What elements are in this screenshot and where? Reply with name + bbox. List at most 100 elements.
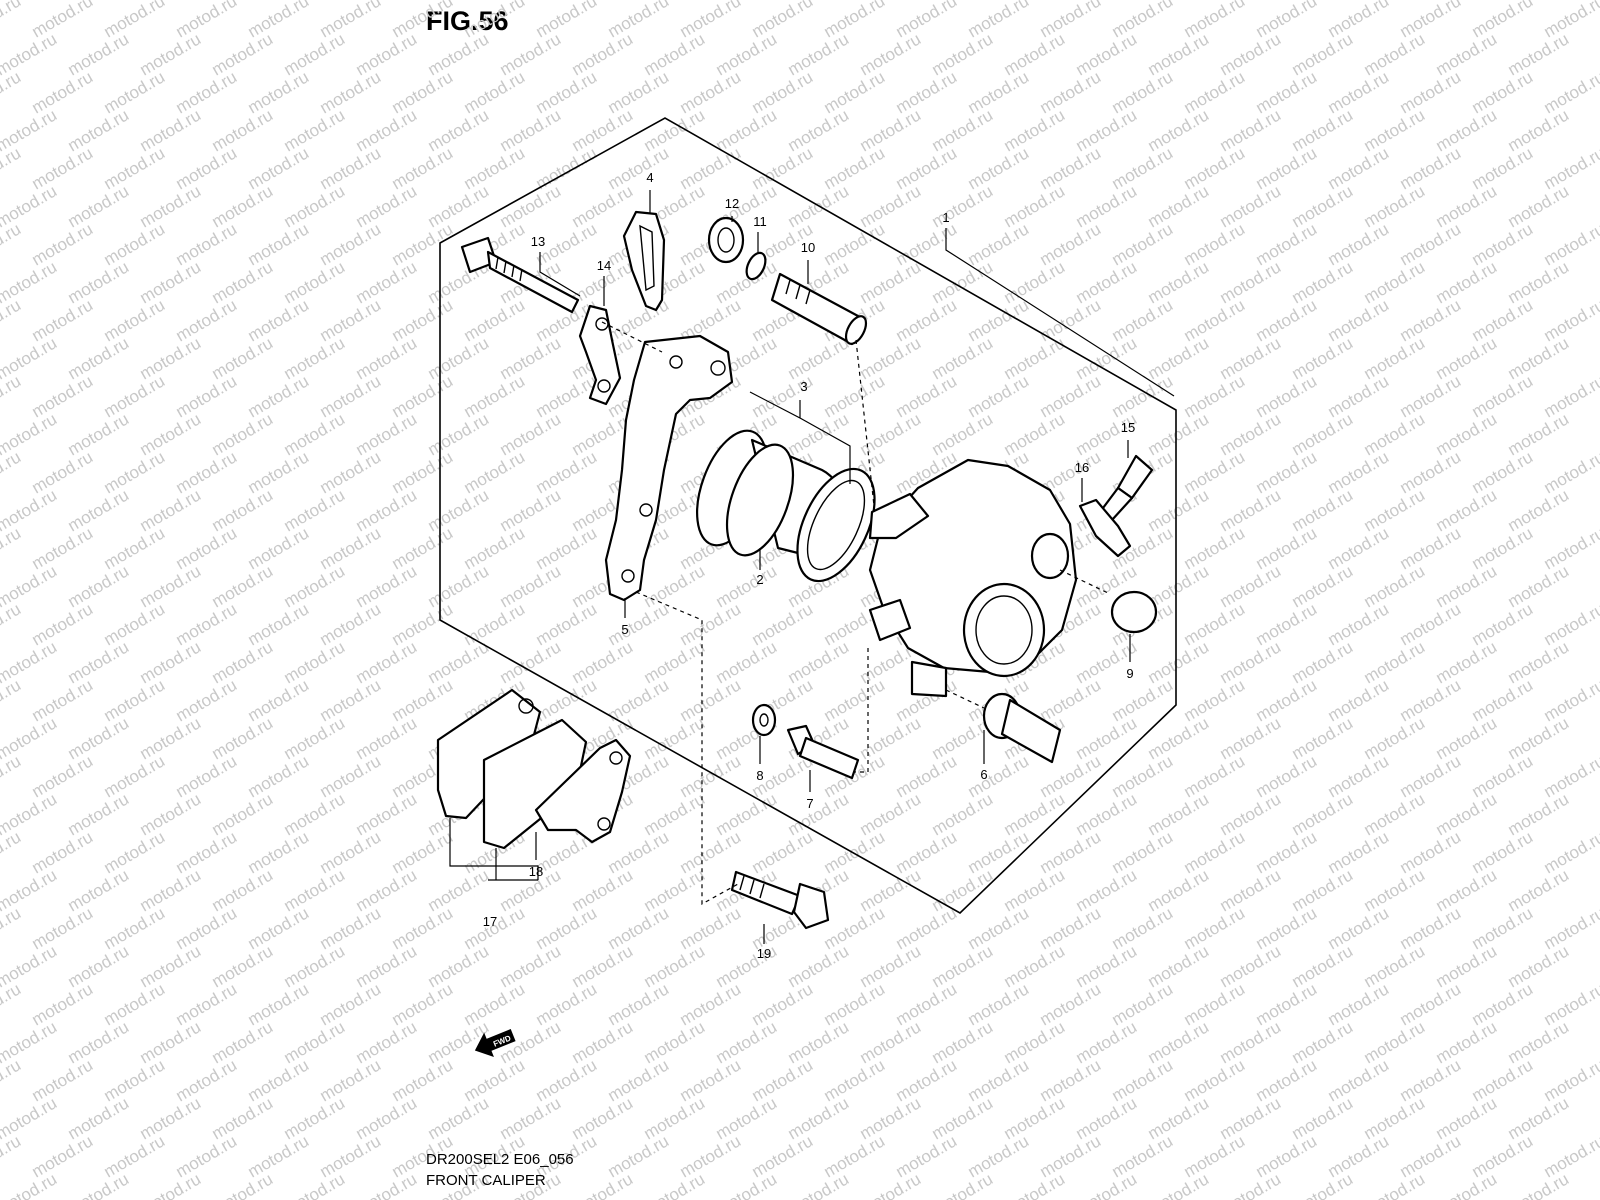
watermark-text: motod.ru [461, 295, 529, 345]
callout-11: 11 [753, 214, 767, 229]
watermark-text: motod.ru [1001, 181, 1069, 231]
part-19-mounting-bolt [730, 870, 830, 930]
watermark-text: motod.ru [1325, 447, 1393, 497]
watermark-text: motod.ru [749, 979, 817, 1029]
part-13-bolt [460, 236, 580, 314]
part-10-slide-pin [770, 272, 868, 346]
watermark-text: motod.ru [0, 295, 24, 345]
watermark-text: motod.ru [209, 333, 277, 383]
watermark-text: motod.ru [641, 1017, 709, 1067]
watermark-text: motod.ru [101, 295, 169, 345]
watermark-text: motod.ru [785, 637, 853, 687]
watermark-text: motod.ru [1181, 219, 1249, 269]
watermark-text: motod.ru [281, 29, 349, 79]
watermark-text: motod.ru [1469, 979, 1537, 1029]
watermark-text: motod.ru [1433, 789, 1501, 839]
watermark-text: motod.ru [929, 105, 997, 155]
watermark-text: motod.ru [1469, 67, 1537, 117]
watermark-text: motod.ru [1397, 447, 1465, 497]
watermark-text: motod.ru [1037, 979, 1105, 1029]
watermark-text: motod.ru [749, 827, 817, 877]
watermark-text: motod.ru [1217, 257, 1285, 307]
watermark-text: motod.ru [857, 409, 925, 459]
watermark-text: motod.ru [425, 1093, 493, 1143]
watermark-text: motod.ru [461, 1055, 529, 1105]
watermark-text: motod.ru [929, 1169, 997, 1200]
watermark-text: motod.ru [1181, 675, 1249, 725]
watermark-text: motod.ru [425, 865, 493, 915]
watermark-text: motod.ru [209, 637, 277, 687]
watermark-text: motod.ru [209, 181, 277, 231]
watermark-text: motod.ru [1505, 409, 1573, 459]
watermark-text: motod.ru [1469, 143, 1537, 193]
watermark-text: motod.ru [857, 789, 925, 839]
part-4-spring [622, 210, 666, 312]
watermark-text: motod.ru [1469, 599, 1537, 649]
watermark-text: motod.ru [137, 409, 205, 459]
watermark-text: motod.ru [1253, 979, 1321, 1029]
watermark-text: motod.ru [1289, 1017, 1357, 1067]
watermark-text: motod.ru [101, 979, 169, 1029]
watermark-text: motod.ru [389, 371, 457, 421]
watermark-text: motod.ru [1361, 181, 1429, 231]
callout-14: 14 [597, 258, 611, 273]
watermark-text: motod.ru [65, 105, 133, 155]
watermark-text: motod.ru [1505, 561, 1573, 611]
watermark-text: motod.ru [1469, 523, 1537, 573]
watermark-text: motod.ru [1145, 941, 1213, 991]
watermark-text: motod.ru [893, 903, 961, 953]
watermark-text: motod.ru [677, 827, 745, 877]
watermark-text: motod.ru [1325, 1131, 1393, 1181]
watermark-text: motod.ru [641, 1169, 709, 1200]
watermark-text: motod.ru [1469, 219, 1537, 269]
watermark-text: motod.ru [281, 941, 349, 991]
watermark-text: motod.ru [1145, 1169, 1213, 1200]
watermark-text: motod.ru [281, 1169, 349, 1200]
watermark-text: motod.ru [0, 523, 24, 573]
callout-15: 15 [1121, 420, 1135, 435]
watermark-text: motod.ru [389, 447, 457, 497]
watermark-text: motod.ru [569, 941, 637, 991]
watermark-text: motod.ru [1037, 219, 1105, 269]
watermark-text: motod.ru [1145, 105, 1213, 155]
watermark-text: motod.ru [317, 67, 385, 117]
watermark-text: motod.ru [101, 67, 169, 117]
watermark-text: motod.ru [173, 219, 241, 269]
watermark-text: motod.ru [353, 257, 421, 307]
watermark-text: motod.ru [353, 333, 421, 383]
watermark-text: motod.ru [281, 789, 349, 839]
watermark-text: motod.ru [1397, 1055, 1465, 1105]
watermark-text: motod.ru [317, 1131, 385, 1181]
part-3-seal [796, 467, 876, 583]
watermark-text: motod.ru [173, 1055, 241, 1105]
watermark-text: motod.ru [461, 371, 529, 421]
watermark-text: motod.ru [389, 903, 457, 953]
watermark-text: motod.ru [1505, 29, 1573, 79]
watermark-text: motod.ru [209, 1169, 277, 1200]
watermark-text: motod.ru [857, 181, 925, 231]
watermark-text: motod.ru [101, 1131, 169, 1181]
watermark-text: motod.ru [641, 1093, 709, 1143]
watermark-text: motod.ru [1253, 1055, 1321, 1105]
watermark-text: motod.ru [0, 979, 24, 1029]
watermark-text: motod.ru [1433, 713, 1501, 763]
watermark-text: motod.ru [1217, 941, 1285, 991]
watermark-text: motod.ru [389, 827, 457, 877]
watermark-text: motod.ru [1109, 751, 1177, 801]
watermark-text: motod.ru [497, 333, 565, 383]
fwd-arrow-icon: FWD [474, 1029, 516, 1057]
watermark-text: motod.ru [317, 219, 385, 269]
watermark-text: motod.ru [29, 447, 97, 497]
watermark-text: motod.ru [137, 637, 205, 687]
watermark-text: motod.ru [713, 637, 781, 687]
callout-1: 1 [942, 210, 949, 225]
watermark-text: motod.ru [1145, 789, 1213, 839]
watermark-text: motod.ru [1181, 143, 1249, 193]
watermark-text: motod.ru [1073, 1093, 1141, 1143]
watermark-text: motod.ru [785, 789, 853, 839]
watermark-text: motod.ru [353, 105, 421, 155]
watermark-text: motod.ru [1073, 865, 1141, 915]
watermark-text: motod.ru [461, 979, 529, 1029]
watermark-text: motod.ru [1181, 1055, 1249, 1105]
watermark-text: motod.ru [1433, 181, 1501, 231]
